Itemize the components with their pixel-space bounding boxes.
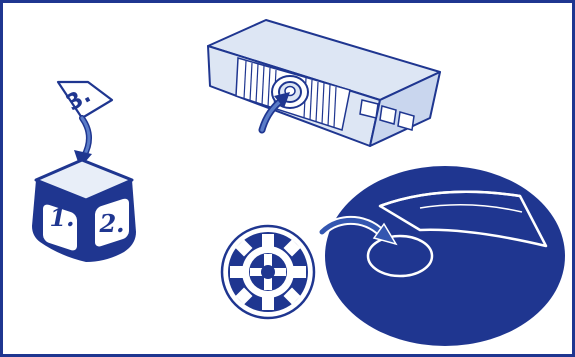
die-face-right-label: 2. [98, 209, 124, 238]
sticker-icon: 3. [56, 80, 114, 120]
dome-device-icon [207, 19, 441, 147]
emblem-token-icon [220, 224, 316, 320]
die-icon: 1. 2. [32, 158, 136, 262]
disc-icon [317, 166, 565, 346]
die-face-left-label: 1. [49, 203, 74, 232]
